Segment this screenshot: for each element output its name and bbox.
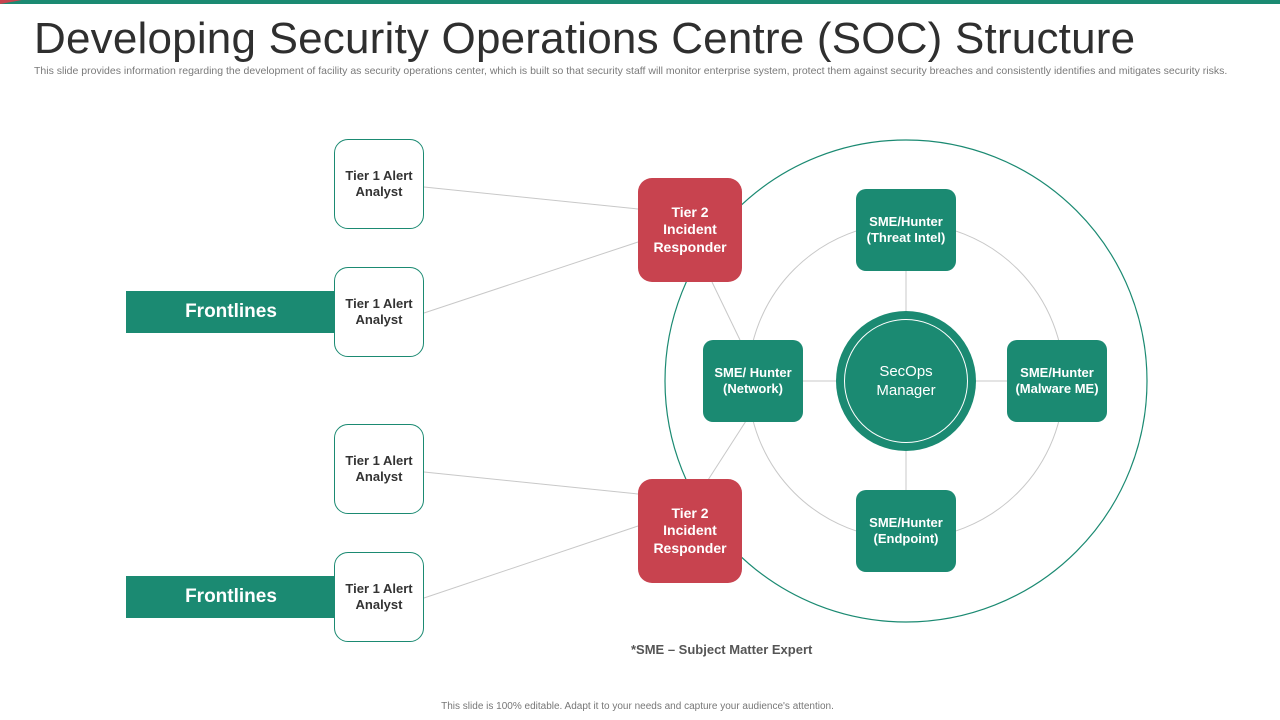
tier2-incident-responder-node: Tier 2 Incident Responder xyxy=(638,178,742,282)
tier1-alert-analyst-node: Tier 1 Alert Analyst xyxy=(334,552,424,642)
outer-ring xyxy=(664,139,1148,623)
connector-line xyxy=(423,471,639,495)
top-accent-red xyxy=(0,0,22,4)
sme-footnote: *SME – Subject Matter Expert xyxy=(631,642,813,657)
connector-line xyxy=(423,186,639,210)
slide-title: Developing Security Operations Centre (S… xyxy=(34,14,1136,63)
sme-hunter-threat-intel-node: SME/Hunter (Threat Intel) xyxy=(856,189,956,271)
frontlines-label: Frontlines xyxy=(126,291,336,333)
connector-line xyxy=(423,525,639,599)
sme-hunter-network-node: SME/ Hunter (Network) xyxy=(703,340,803,422)
tier1-alert-analyst-node: Tier 1 Alert Analyst xyxy=(334,139,424,229)
secops-manager-label: SecOps Manager xyxy=(844,319,968,443)
slide-footer: This slide is 100% editable. Adapt it to… xyxy=(441,701,834,712)
slide-subtitle: This slide provides information regardin… xyxy=(34,65,1228,77)
tier1-alert-analyst-node: Tier 1 Alert Analyst xyxy=(334,424,424,514)
tier2-incident-responder-node: Tier 2 Incident Responder xyxy=(638,479,742,583)
sme-hunter-endpoint-node: SME/Hunter (Endpoint) xyxy=(856,490,956,572)
connector-line xyxy=(711,281,741,341)
tier1-alert-analyst-node: Tier 1 Alert Analyst xyxy=(334,267,424,357)
secops-manager-node: SecOps Manager xyxy=(836,311,976,451)
top-accent-bar xyxy=(0,0,1280,4)
frontlines-label: Frontlines xyxy=(126,576,336,618)
connector-line xyxy=(423,241,639,314)
connector-line xyxy=(707,420,747,481)
sme-hunter-malware-node: SME/Hunter (Malware ME) xyxy=(1007,340,1107,422)
